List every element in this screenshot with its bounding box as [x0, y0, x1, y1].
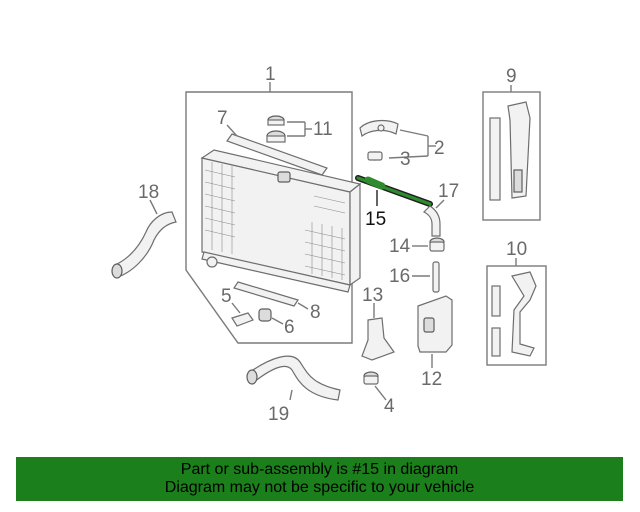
reservoir-bracket	[361, 303, 395, 401]
callout-8: 8	[310, 302, 321, 323]
callout-10: 10	[506, 239, 527, 260]
callout-2: 2	[434, 138, 445, 159]
callout-11: 11	[313, 119, 333, 140]
lower-bushing	[258, 308, 272, 322]
reservoir-cap	[412, 237, 445, 252]
callout-9: 9	[506, 66, 517, 87]
callout-13: 13	[362, 285, 383, 306]
banner-line-1: Part or sub-assembly is #15 in diagram	[180, 461, 459, 478]
callout-4: 4	[384, 396, 395, 417]
radiator-assembly-outline	[185, 91, 353, 344]
lower-cushion	[231, 312, 254, 327]
callout-7: 7	[217, 108, 228, 129]
callout-16: 16	[389, 266, 410, 287]
callout-5: 5	[221, 286, 232, 307]
callout-3: 3	[400, 149, 411, 170]
callout-15: 15	[365, 209, 386, 230]
parts-diagram: 1 2 3 4 5 6 7 8 9 10 11 12 13 14 15 16 1…	[111, 64, 547, 425]
reservoir-tank	[417, 295, 453, 368]
fan-shroud-box	[482, 85, 541, 221]
lower-hose	[249, 355, 341, 401]
callout-12: 12	[421, 369, 442, 390]
tank-bracket	[359, 119, 436, 161]
drain-tube-highlighted	[355, 175, 433, 207]
callout-14: 14	[389, 236, 411, 257]
upper-cushions	[266, 115, 312, 143]
callout-1: 1	[265, 64, 276, 85]
info-banner: Part or sub-assembly is #15 in diagram D…	[16, 457, 623, 501]
radiator-core	[200, 149, 362, 293]
callout-19: 19	[268, 404, 289, 425]
shroud-bracket-box	[486, 258, 547, 366]
callout-18: 18	[138, 182, 159, 203]
banner-line-2: Diagram may not be specific to your vehi…	[164, 479, 475, 496]
upper-hose	[114, 211, 177, 278]
callout-17: 17	[438, 181, 459, 202]
overflow-tube	[432, 261, 440, 293]
callout-6: 6	[284, 317, 295, 338]
lower-seal-strip	[233, 281, 299, 307]
reservoir-hose	[422, 205, 441, 237]
